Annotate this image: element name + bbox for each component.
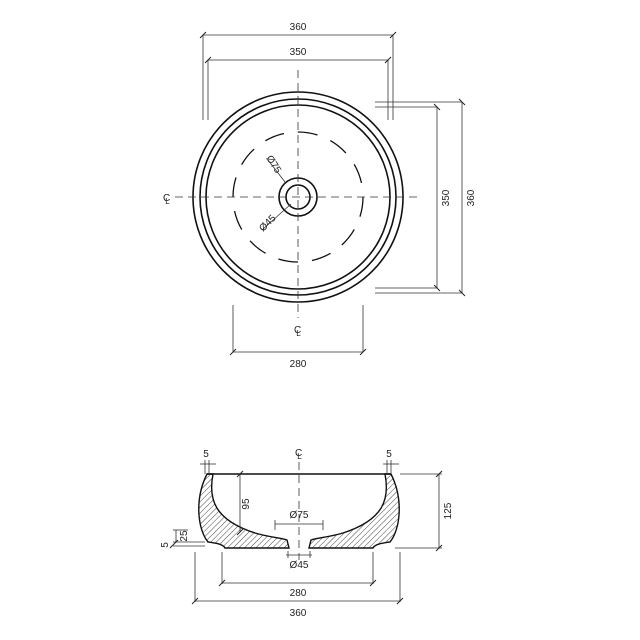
dim-rim-5-right: 5 xyxy=(386,449,392,460)
dia75-leader xyxy=(267,159,286,183)
dia45-label: Ø45 xyxy=(257,213,278,234)
dim-125: 125 xyxy=(443,502,454,519)
dim-25: 25 xyxy=(179,530,190,542)
dim-95: 95 xyxy=(241,498,252,510)
dim-rim-5-left: 5 xyxy=(203,449,209,460)
dim-350-right: 350 xyxy=(441,189,452,206)
left-wall-section xyxy=(198,473,290,549)
dim-360-right: 360 xyxy=(466,189,477,206)
dim-350-top: 350 xyxy=(290,47,307,58)
dia45-leader xyxy=(261,203,292,231)
dim-360-section: 360 xyxy=(290,608,307,619)
right-wall-section xyxy=(308,473,400,549)
dim-280-plan: 280 xyxy=(290,359,307,370)
dim-dia45-section: Ø45 xyxy=(290,560,309,571)
centerline-label-bottom: CL xyxy=(294,325,301,338)
dim-360-top: 360 xyxy=(290,22,307,33)
plan-view: CL CL Ø75 Ø45 360 350 350 xyxy=(163,22,477,370)
centerline-label-left: CL xyxy=(163,193,170,206)
dia75-label: Ø75 xyxy=(263,154,283,176)
dim-280-section: 280 xyxy=(290,588,307,599)
section-view: CL 5 5 95 125 25 5 xyxy=(160,448,454,619)
dim-dia75-section: Ø75 xyxy=(290,510,309,521)
section-centerline-label: CL xyxy=(295,448,302,461)
dim-5-base: 5 xyxy=(160,542,171,548)
